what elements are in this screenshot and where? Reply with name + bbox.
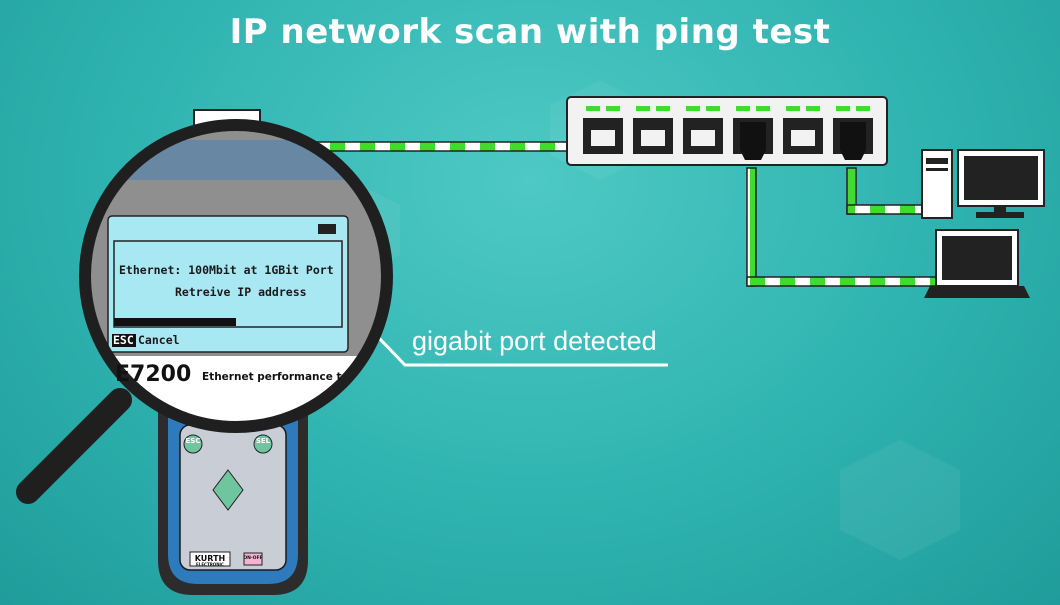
device-model: E7200 [115, 362, 192, 387]
device-subtitle: Ethernet performance t [202, 371, 342, 383]
laptop-computer [924, 229, 1030, 298]
cable-switch-desktop [846, 167, 926, 215]
tester-device [158, 410, 308, 595]
power-button: ON·OFF [243, 556, 263, 561]
page-title: IP network scan with ping test [229, 12, 831, 52]
desktop-computer [921, 149, 1045, 219]
callout-label: gigabit port detected [412, 326, 657, 356]
sel-button: SEL [255, 437, 271, 445]
network-switch [566, 96, 888, 166]
esc-button: ESC [185, 437, 201, 445]
lcd-esc-key: ESC [113, 333, 134, 347]
magnifier-handle [16, 388, 132, 504]
brand-logo: KURTH [194, 554, 226, 563]
lcd-line-1: Ethernet: 100Mbit at 1GBit Port [119, 263, 334, 277]
lcd-line-2: Retreive IP address [175, 285, 307, 299]
brand-sub: ELECTRONIC [196, 562, 224, 567]
lcd-cancel-label: Cancel [138, 333, 180, 347]
cable-switch-laptop [746, 167, 938, 287]
